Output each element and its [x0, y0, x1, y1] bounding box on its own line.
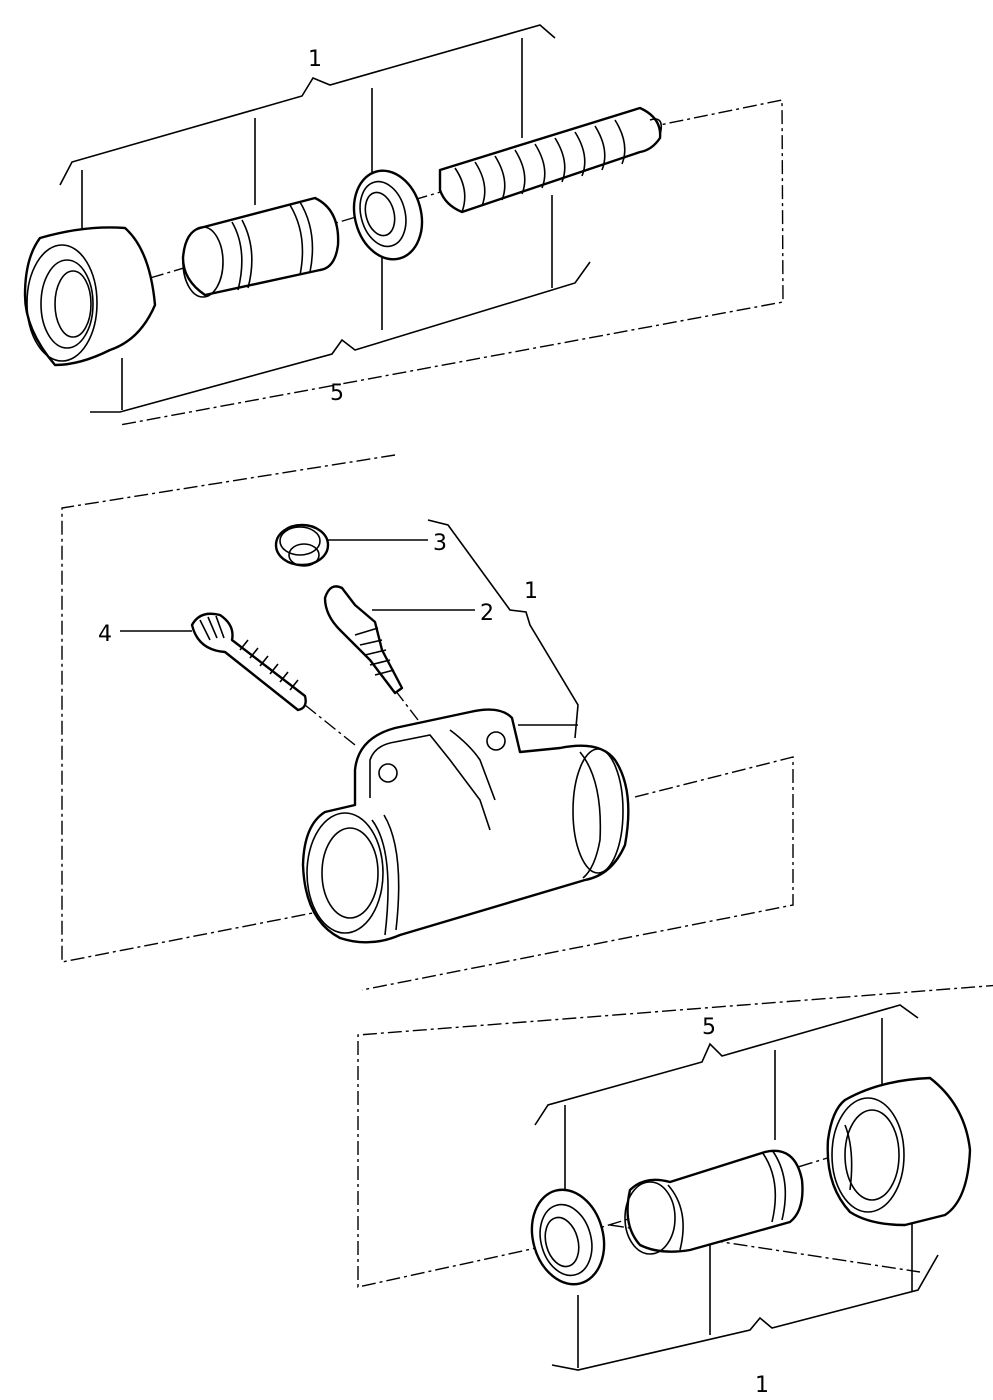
- top-lower-bracket: [90, 261, 591, 413]
- label-2: 2: [480, 601, 494, 626]
- bleed-cap: [274, 523, 330, 567]
- spring-top: [438, 106, 663, 214]
- bolt-axis: [304, 704, 356, 746]
- wheel-cylinder-housing: [301, 708, 630, 944]
- label-bottom-1: 1: [755, 1373, 769, 1398]
- label-middle-1: 1: [524, 579, 538, 604]
- label-top-5: 5: [330, 381, 344, 406]
- top-dash-frame: [119, 99, 784, 426]
- piston-top: [181, 196, 340, 298]
- top-assembly: 1 5: [23, 24, 784, 426]
- dust-boot-top: [23, 226, 157, 367]
- piston-bottom: [624, 1149, 804, 1255]
- label-3: 3: [433, 531, 447, 556]
- bottom-dash-frame: [357, 984, 993, 1288]
- middle-dash-frame-left: [61, 454, 396, 963]
- cup-seal-top: [352, 169, 424, 261]
- screw-axis: [394, 689, 419, 721]
- middle-bracket: [427, 519, 579, 739]
- label-4: 4: [98, 622, 112, 647]
- bolt: [190, 612, 307, 712]
- cup-seal-bottom: [530, 1188, 606, 1286]
- dust-boot-bottom: [826, 1076, 972, 1227]
- label-bottom-5: 5: [702, 1015, 716, 1040]
- bottom-lower-bracket: [551, 1254, 939, 1371]
- bottom-upper-bracket: [534, 1004, 919, 1126]
- top-upper-bracket: [59, 24, 556, 186]
- middle-assembly: 3 2 1 4: [61, 454, 794, 991]
- label-top-1: 1: [308, 47, 322, 72]
- bleed-screw: [323, 585, 404, 695]
- middle-dash-frame-right: [361, 756, 794, 991]
- bottom-assembly: 5 1: [357, 984, 993, 1398]
